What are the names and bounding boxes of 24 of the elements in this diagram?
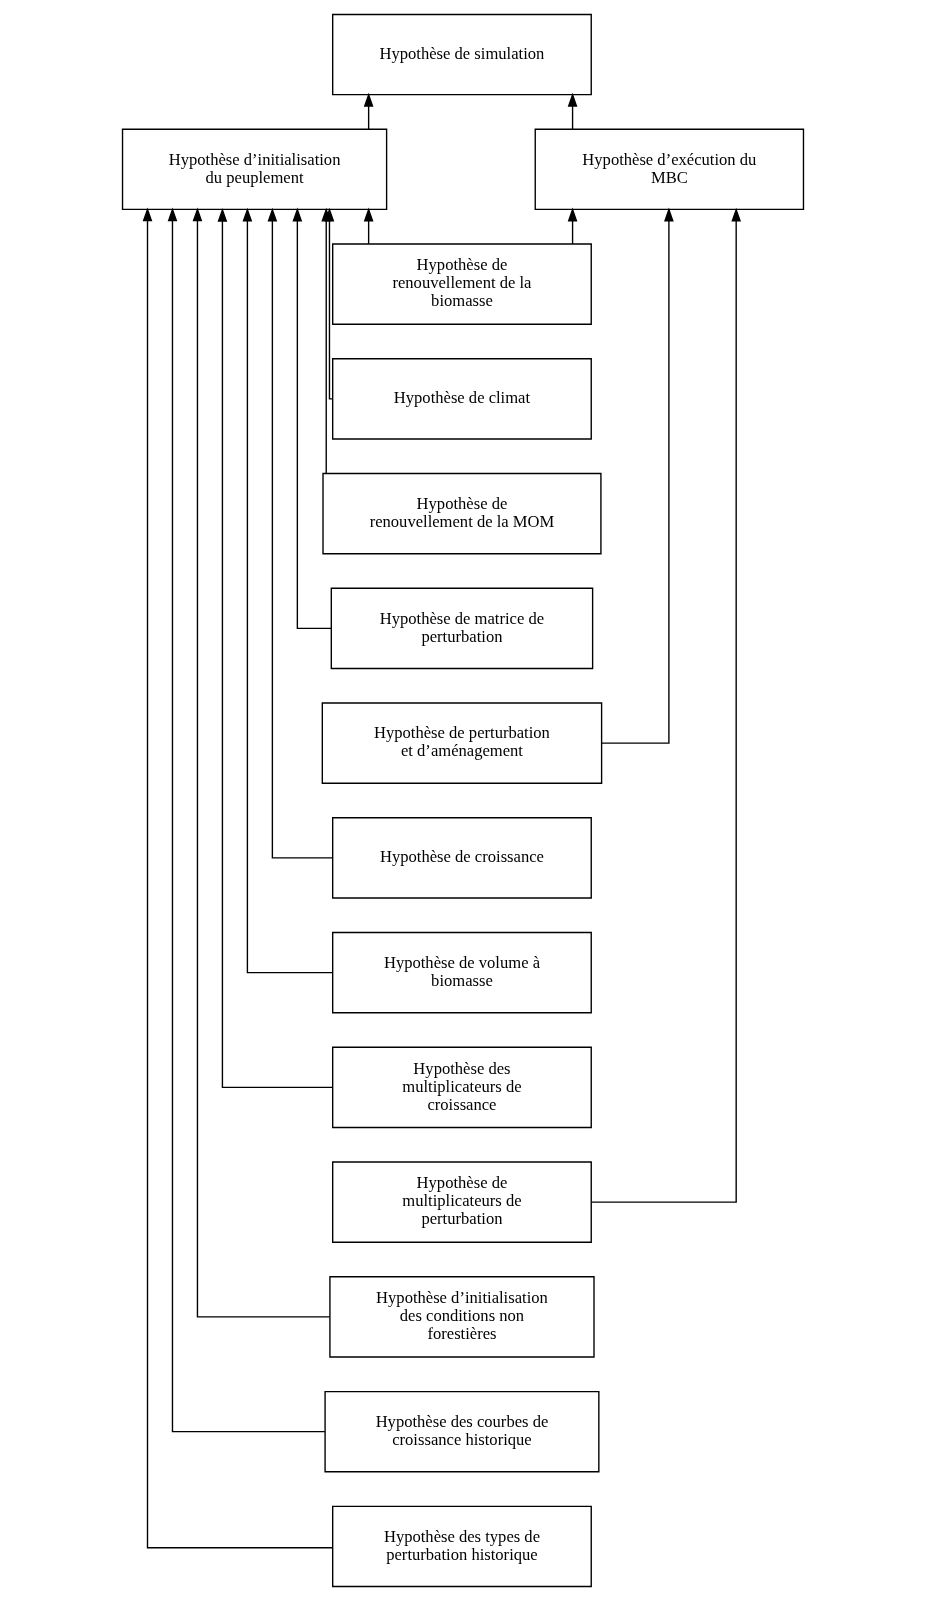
node-box: Hypothèse d’initialisation du peuplement bbox=[121, 128, 387, 211]
node-box: Hypothèse d’initialisation des conditions non forestières bbox=[328, 1276, 595, 1358]
arrow bbox=[567, 92, 577, 130]
arrow bbox=[363, 207, 373, 245]
node-box: Hypothèse d’exécution du MBC bbox=[534, 128, 804, 211]
node-box: Hypothèse de perturbation et d’aménagement bbox=[321, 702, 602, 784]
arrow bbox=[167, 207, 326, 1433]
node-box: Hypothèse des courbes de croissance historique bbox=[323, 1390, 600, 1473]
node-box: Hypothèse de croissance bbox=[331, 817, 592, 899]
node-box: Hypothèse de volume à biomasse bbox=[331, 931, 592, 1014]
arrow bbox=[320, 207, 331, 475]
node-box: Hypothèse des types de perturbation historique bbox=[331, 1505, 592, 1588]
node-box: Hypothèse de renouvellement de la biomasse bbox=[331, 243, 592, 325]
arrow bbox=[590, 207, 741, 1203]
arrow bbox=[363, 92, 373, 130]
node-box: Hypothèse des multiplicateurs de croissance bbox=[331, 1046, 592, 1129]
node-box: Hypothèse de simulation bbox=[331, 13, 592, 96]
arrow bbox=[600, 207, 674, 744]
node-box: Hypothèse de renouvellement de la MOM bbox=[321, 472, 602, 555]
node-box: Hypothèse de climat bbox=[331, 358, 592, 440]
arrow bbox=[567, 207, 577, 245]
node-box: Hypothèse de multiplicateurs de perturbation bbox=[331, 1161, 592, 1243]
node-box: Hypothèse de matrice de perturbation bbox=[330, 587, 593, 670]
arrow bbox=[192, 207, 330, 1318]
